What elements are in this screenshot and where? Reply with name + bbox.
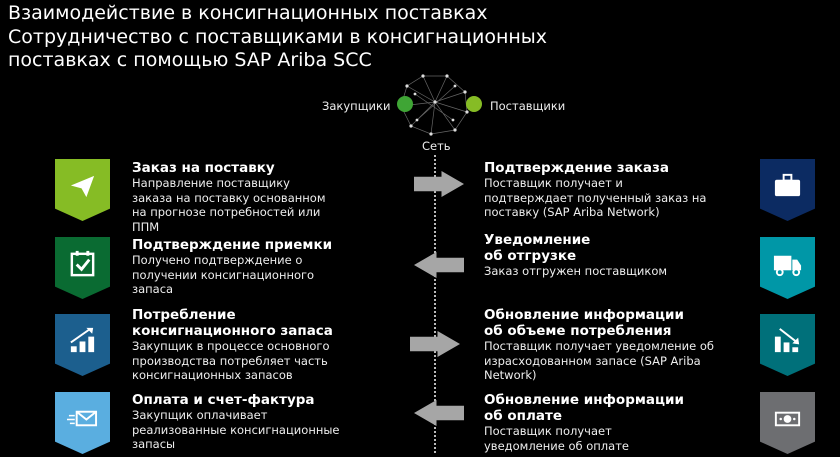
step-title: Подтверждение заказа <box>484 160 669 176</box>
step-title: Заказ на поставку <box>132 160 275 176</box>
briefcase-icon <box>760 159 815 221</box>
truck-icon <box>760 237 815 299</box>
arrow-left <box>414 400 464 426</box>
step-desc: Закупщик оплачивает реализованные консиг… <box>132 408 340 451</box>
step-consumption-update: Обновление информации об объеме потребле… <box>484 307 724 383</box>
calendar-check-icon <box>55 237 110 299</box>
truck-small-icon <box>466 96 482 112</box>
step-title: Оплата и счет-фактура <box>132 392 315 408</box>
timeline-line <box>434 155 436 453</box>
page-subtitle: Сотрудничество с поставщиками в консигна… <box>8 26 548 71</box>
step-desc: Поставщик получает уведомление об израсх… <box>484 339 715 382</box>
step-desc: Направление поставщику заказа на поставк… <box>132 176 326 234</box>
step-desc: Получено подтверждение о получении конси… <box>132 253 315 296</box>
suppliers-label: Поставщики <box>490 99 566 113</box>
step-desc: Закупщик в процессе основного производст… <box>132 339 330 382</box>
step-title: Обновление информации об объеме потребле… <box>484 307 684 339</box>
step-title: Обновление информации об оплате <box>484 392 684 424</box>
chart-down-icon <box>760 314 815 376</box>
paper-plane-icon <box>55 159 110 221</box>
step-title: Уведомление об отгрузке <box>484 232 591 264</box>
network-label: Сеть <box>422 139 451 153</box>
step-desc: Поставщик получает уведомление об оплате <box>484 424 629 453</box>
chart-up-icon <box>55 314 110 376</box>
page-title: Взаимодействие в консигнационных поставк… <box>8 2 488 24</box>
cart-icon <box>397 96 413 112</box>
step-desc: Заказ отгружен поставщиком <box>484 264 668 278</box>
envelope-icon <box>55 392 110 454</box>
buyers-label: Закупщики <box>322 99 391 113</box>
arrow-left <box>414 252 464 278</box>
step-desc: Поставщик получает и подтверждает получе… <box>484 176 707 219</box>
step-title: Потребление консигнационного запаса <box>132 307 333 339</box>
money-icon <box>760 392 815 454</box>
arrow-right <box>414 171 464 197</box>
step-title: Подтверждение приемки <box>132 237 333 253</box>
